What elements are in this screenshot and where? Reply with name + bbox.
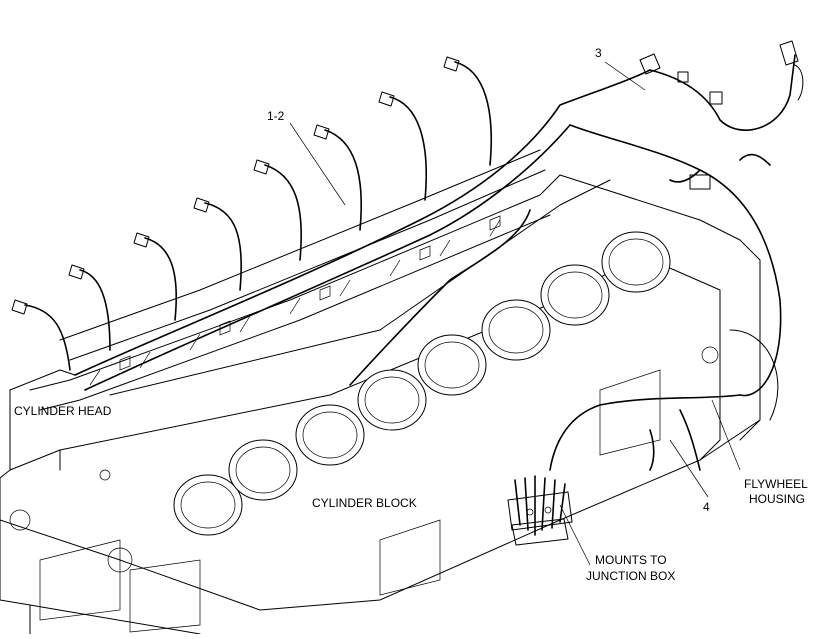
injector-connector [68, 264, 111, 351]
callout-4: 4 [703, 500, 710, 514]
cylinder-bore [417, 334, 487, 396]
injector-connector [313, 124, 363, 231]
flywheel-housing-label-line2: HOUSING [749, 492, 805, 506]
cylinder-head-rail [29, 149, 561, 411]
junction-box-connectors [507, 475, 573, 546]
diagram-labels: 1-2 3 4 CYLINDER HEAD CYLINDER BLOCK FLY… [14, 46, 808, 583]
callout-3: 3 [595, 46, 602, 60]
injector-connector [193, 197, 243, 291]
cylinder-bores [173, 231, 671, 536]
cylinder-bore [357, 369, 427, 431]
mounts-label-line2: JUNCTION BOX [586, 569, 675, 583]
injector-pigtails [11, 56, 493, 371]
cylinder-bore [173, 474, 243, 536]
injector-connector [253, 159, 303, 261]
engine-wiring-harness [74, 40, 804, 471]
cylinder-block-label: CYLINDER BLOCK [312, 496, 417, 510]
injector-connector [133, 232, 178, 321]
cylinder-bore [601, 231, 671, 293]
injector-connector [443, 56, 493, 166]
cylinder-bore [295, 404, 365, 466]
cylinder-bore [481, 299, 551, 361]
injector-connector [11, 299, 71, 371]
leader-lines [289, 61, 741, 566]
cylinder-head-label: CYLINDER HEAD [14, 404, 112, 418]
cylinder-bore [540, 264, 610, 326]
callout-1-2: 1-2 [267, 109, 285, 123]
injector-connector [378, 91, 428, 201]
cylinder-bore [228, 439, 298, 501]
mounts-label-line1: MOUNTS TO [595, 553, 667, 567]
flywheel-housing-label-line1: FLYWHEEL [744, 477, 808, 491]
